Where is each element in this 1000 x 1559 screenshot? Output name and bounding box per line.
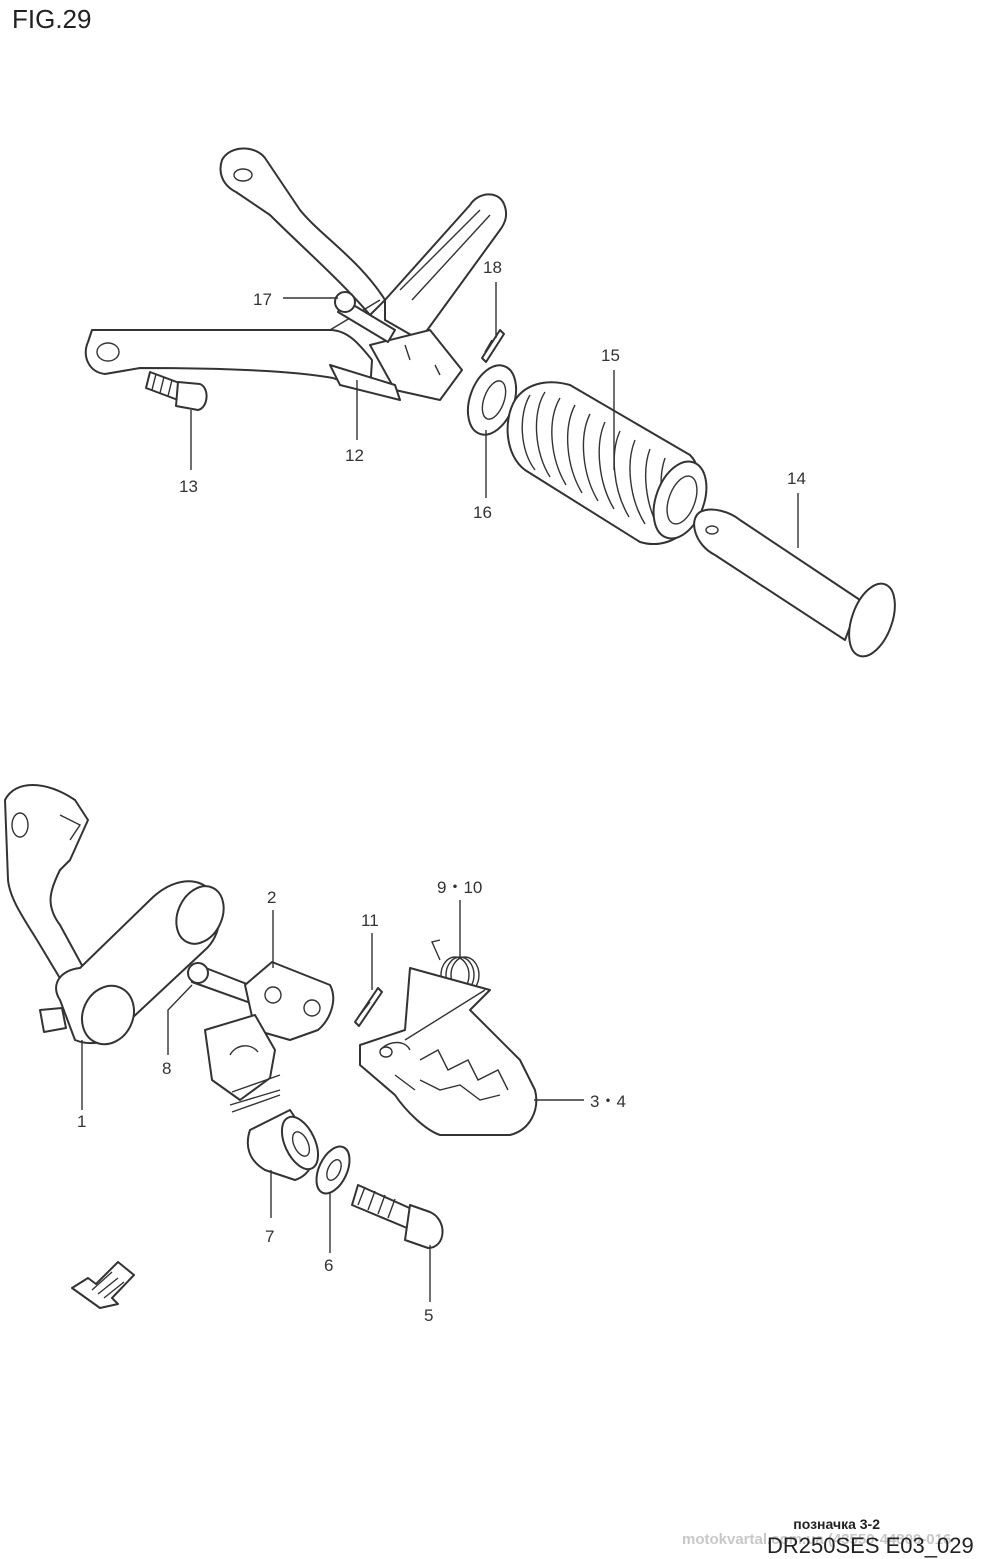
part-14-footrest <box>693 508 896 658</box>
part-6-washer <box>315 1145 351 1195</box>
callout-6: 6 <box>324 1256 333 1275</box>
callout-7: 7 <box>265 1227 274 1246</box>
part-12-footrest-bracket <box>84 147 508 401</box>
part-18-cotter-pin <box>481 329 505 363</box>
callout-11: 11 <box>361 911 379 930</box>
part-17-pin <box>334 291 396 343</box>
caption-label: позначка 3-2 <box>793 1516 880 1532</box>
drawing-code: DR250SES E03_029 <box>767 1533 974 1558</box>
callout-13: 13 <box>179 477 198 496</box>
watermark-url: motokvartal.com.ua (43550-44800-016 <box>682 1531 952 1548</box>
callout-2: 2 <box>267 888 276 907</box>
callout-18: 18 <box>483 258 502 277</box>
callout-5: 5 <box>424 1306 433 1325</box>
callout-labels: 17 18 15 16 12 13 14 2 9・10 11 3・4 8 1 7… <box>77 258 806 1325</box>
front-direction-arrow-icon <box>71 1261 135 1309</box>
callout-16: 16 <box>473 503 492 522</box>
part-1-step-bracket <box>4 784 225 1046</box>
callout-3-4: 3・4 <box>590 1092 626 1111</box>
part-15-footrest-rubber <box>506 381 708 545</box>
figure-title: FIG.29 <box>12 4 92 34</box>
callout-8: 8 <box>162 1059 171 1078</box>
callout-12: 12 <box>345 446 364 465</box>
callout-15: 15 <box>601 346 620 365</box>
part-2-bracket <box>204 961 335 1113</box>
callout-1: 1 <box>77 1112 86 1131</box>
part-7-collar <box>246 1109 320 1181</box>
callout-17: 17 <box>253 290 272 309</box>
part-5-bolt <box>351 1184 444 1249</box>
leader-lines <box>81 282 799 1302</box>
part-3-4-footrest-step <box>359 967 538 1136</box>
callout-9-10: 9・10 <box>437 878 482 897</box>
part-13-bolt <box>145 371 208 411</box>
callout-14: 14 <box>787 469 806 488</box>
part-11-spring-pin <box>354 987 383 1027</box>
